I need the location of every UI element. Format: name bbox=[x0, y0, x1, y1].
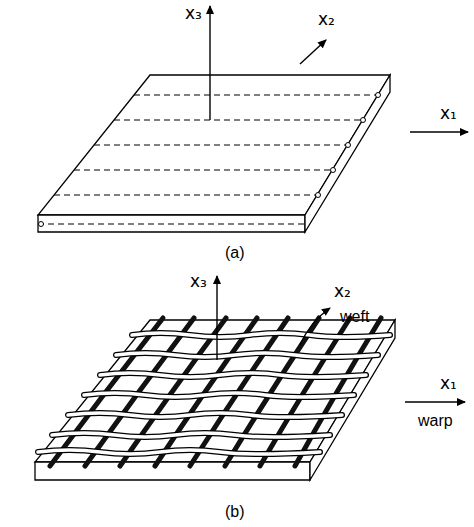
direction-label: weft bbox=[340, 308, 369, 326]
axis-label: x₃ bbox=[185, 4, 202, 23]
warp-yarns-outline bbox=[38, 333, 390, 454]
axis-label: x₂ bbox=[334, 282, 351, 301]
axis-label: x₁ bbox=[440, 374, 457, 393]
woven-plate bbox=[35, 320, 395, 480]
direction-label: warp bbox=[418, 412, 453, 430]
panel-label: (a) bbox=[225, 244, 245, 262]
axis-arrows bbox=[210, 6, 468, 132]
panel-label: (b) bbox=[225, 503, 245, 521]
axis-label: x₁ bbox=[440, 104, 457, 123]
fiber-lines bbox=[38, 95, 377, 224]
warp-yarns bbox=[38, 333, 390, 454]
axis-label: x₃ bbox=[190, 272, 207, 291]
weft-yarns bbox=[50, 318, 381, 466]
unidirectional-plate bbox=[38, 75, 390, 232]
axis-arrows bbox=[217, 276, 465, 402]
axis-label: x₂ bbox=[318, 10, 335, 29]
